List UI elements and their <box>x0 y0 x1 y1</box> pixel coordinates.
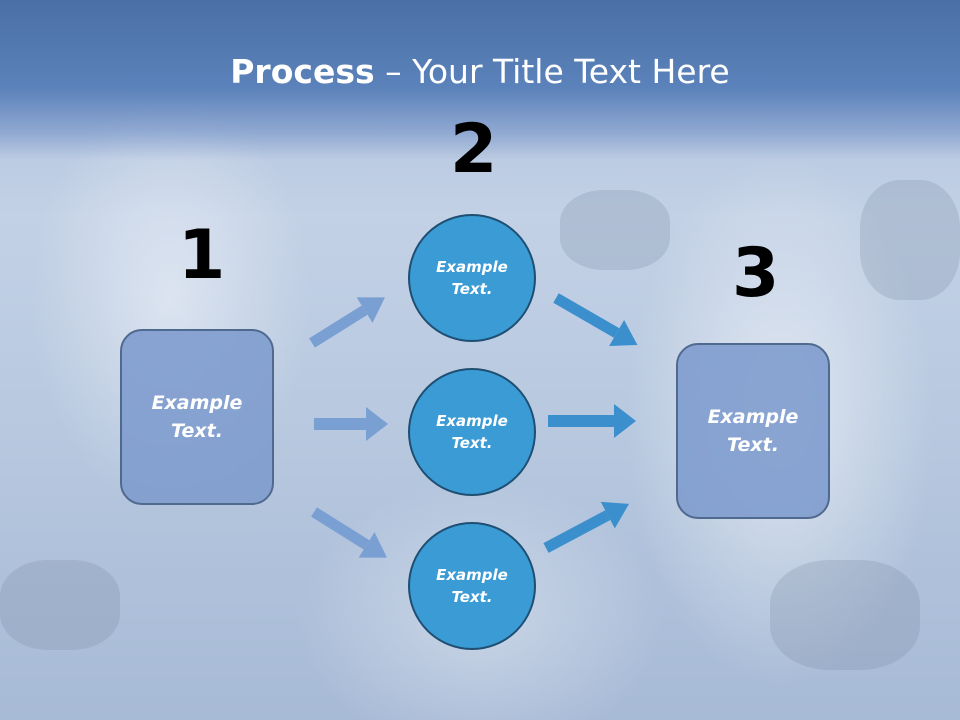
process-circle-middle[interactable]: Example Text. <box>408 368 536 496</box>
background-rock <box>560 190 670 270</box>
left-arrow-group <box>309 297 388 558</box>
right-box-line2: Text. <box>727 434 779 456</box>
circle-bottom-line1: Example <box>436 565 508 584</box>
background-rock <box>0 560 120 650</box>
process-circle-top[interactable]: Example Text. <box>408 214 536 342</box>
arrow-right-icon <box>314 407 388 441</box>
title-bar <box>0 0 960 160</box>
arrow-up-right-icon <box>309 297 385 348</box>
step-number-2: 2 <box>450 110 498 189</box>
left-process-box[interactable]: Example Text. <box>120 329 274 505</box>
step-number-3: 3 <box>732 234 780 313</box>
circle-bottom-line2: Text. <box>451 588 493 606</box>
background-rock <box>770 560 920 670</box>
circle-middle-line2: Text. <box>451 434 493 452</box>
process-circle-bottom[interactable]: Example Text. <box>408 522 536 650</box>
slide-title: Process – Your Title Text Here <box>0 52 960 91</box>
circle-top-line2: Text. <box>451 280 493 298</box>
arrow-down-right-icon <box>553 293 638 346</box>
left-box-line2: Text. <box>171 420 223 442</box>
circle-middle-line1: Example <box>436 411 508 430</box>
right-process-box[interactable]: Example Text. <box>676 343 830 519</box>
step-number-1: 1 <box>178 216 226 295</box>
arrow-up-right-icon <box>543 501 629 553</box>
left-box-line1: Example <box>151 391 243 414</box>
right-arrow-group <box>543 293 638 553</box>
arrow-down-right-icon <box>311 507 387 558</box>
title-rest: – Your Title Text Here <box>374 52 730 91</box>
right-box-line1: Example <box>707 405 799 428</box>
arrow-right-icon <box>548 404 636 438</box>
title-bold: Process <box>230 52 375 91</box>
circle-top-line1: Example <box>436 257 508 276</box>
background-rock <box>860 180 960 300</box>
